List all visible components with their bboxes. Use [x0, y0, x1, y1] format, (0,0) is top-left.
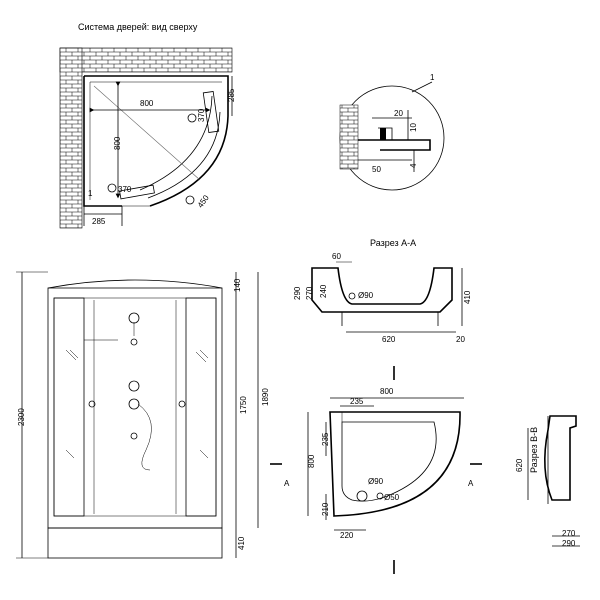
- callout-1-top: 1: [88, 189, 93, 198]
- section-bb: Разрез В-В 620 270 290: [515, 415, 580, 548]
- dim-285-side: 285: [227, 88, 236, 102]
- tray-dim-235-left: 235: [321, 432, 330, 446]
- detail-dim-4: 4: [409, 163, 418, 168]
- detail-view: 1 20 10 50 4: [339, 73, 445, 191]
- section-aa: Разрез А-А 60 290 270 240 Ø90 410 620 20: [293, 238, 472, 344]
- aa-dim-620: 620: [382, 335, 396, 344]
- aa-dim-410: 410: [463, 290, 472, 304]
- detail-dim-50: 50: [372, 165, 381, 174]
- tray-section-aa: [311, 267, 453, 313]
- section-mark-a-right: A: [468, 479, 474, 488]
- dim-370-bottom: 370: [118, 185, 132, 194]
- tray-dim-800-height: 800: [307, 454, 316, 468]
- dim-370-top: 370: [197, 108, 206, 122]
- tray-inner: [341, 421, 437, 502]
- tray-plan: 800 235 235 800 Ø90 Ø50 210 220 A A: [270, 366, 482, 574]
- dim-800-depth: 800: [113, 136, 122, 150]
- cabin-body: [47, 287, 223, 529]
- shower-head-icon: [128, 312, 140, 324]
- tray-section-bb: [544, 415, 577, 501]
- wall-top: [59, 47, 233, 73]
- tray-dim-220: 220: [340, 531, 354, 540]
- front-view: 2300 140 1890 1750 410: [16, 271, 270, 559]
- dim-800-width: 800: [140, 99, 154, 108]
- tray-dim-210: 210: [321, 502, 330, 516]
- aa-dim-90: Ø90: [358, 291, 374, 300]
- tray-dim-90: Ø90: [368, 477, 384, 486]
- section-aa-title: Разрез А-А: [370, 238, 416, 248]
- dim-450-diag: 450: [196, 193, 211, 210]
- detail-dim-10: 10: [409, 123, 418, 132]
- tray-dim-50: Ø50: [384, 493, 400, 502]
- frame-top: [84, 75, 229, 116]
- dim-1750: 1750: [239, 396, 248, 414]
- detail-callout-label: 1: [430, 73, 435, 82]
- bb-dim-290: 290: [562, 539, 576, 548]
- dim-2300: 2300: [17, 408, 26, 426]
- tray-outline: [329, 411, 461, 517]
- bb-dim-620: 620: [515, 458, 524, 472]
- aa-dim-20: 20: [456, 335, 465, 344]
- cabin-base: [47, 527, 223, 559]
- wall-left: [59, 47, 83, 229]
- drain-icon: [356, 490, 368, 502]
- top-view: Система дверей: вид сверху 800 800 285 3…: [59, 22, 236, 229]
- aa-dim-290: 290: [293, 286, 302, 300]
- aa-dim-240: 240: [319, 284, 328, 298]
- curved-door-inner: [147, 111, 221, 199]
- dim-285-bottom: 285: [92, 217, 106, 226]
- tray-dim-235-top: 235: [350, 397, 364, 406]
- section-bb-title: Разрез В-В: [529, 427, 539, 473]
- detail-dim-20: 20: [394, 109, 403, 118]
- section-mark-a-left: A: [284, 479, 290, 488]
- top-view-title: Система дверей: вид сверху: [78, 22, 198, 32]
- dim-140: 140: [233, 278, 242, 292]
- aa-dim-60: 60: [332, 252, 341, 261]
- bb-dim-270: 270: [562, 529, 576, 538]
- dim-1890: 1890: [261, 388, 270, 406]
- tray-dim-800-width: 800: [380, 387, 394, 396]
- aa-dim-270: 270: [305, 286, 314, 300]
- dim-410-front: 410: [237, 536, 246, 550]
- curved-door-outer: [149, 115, 229, 207]
